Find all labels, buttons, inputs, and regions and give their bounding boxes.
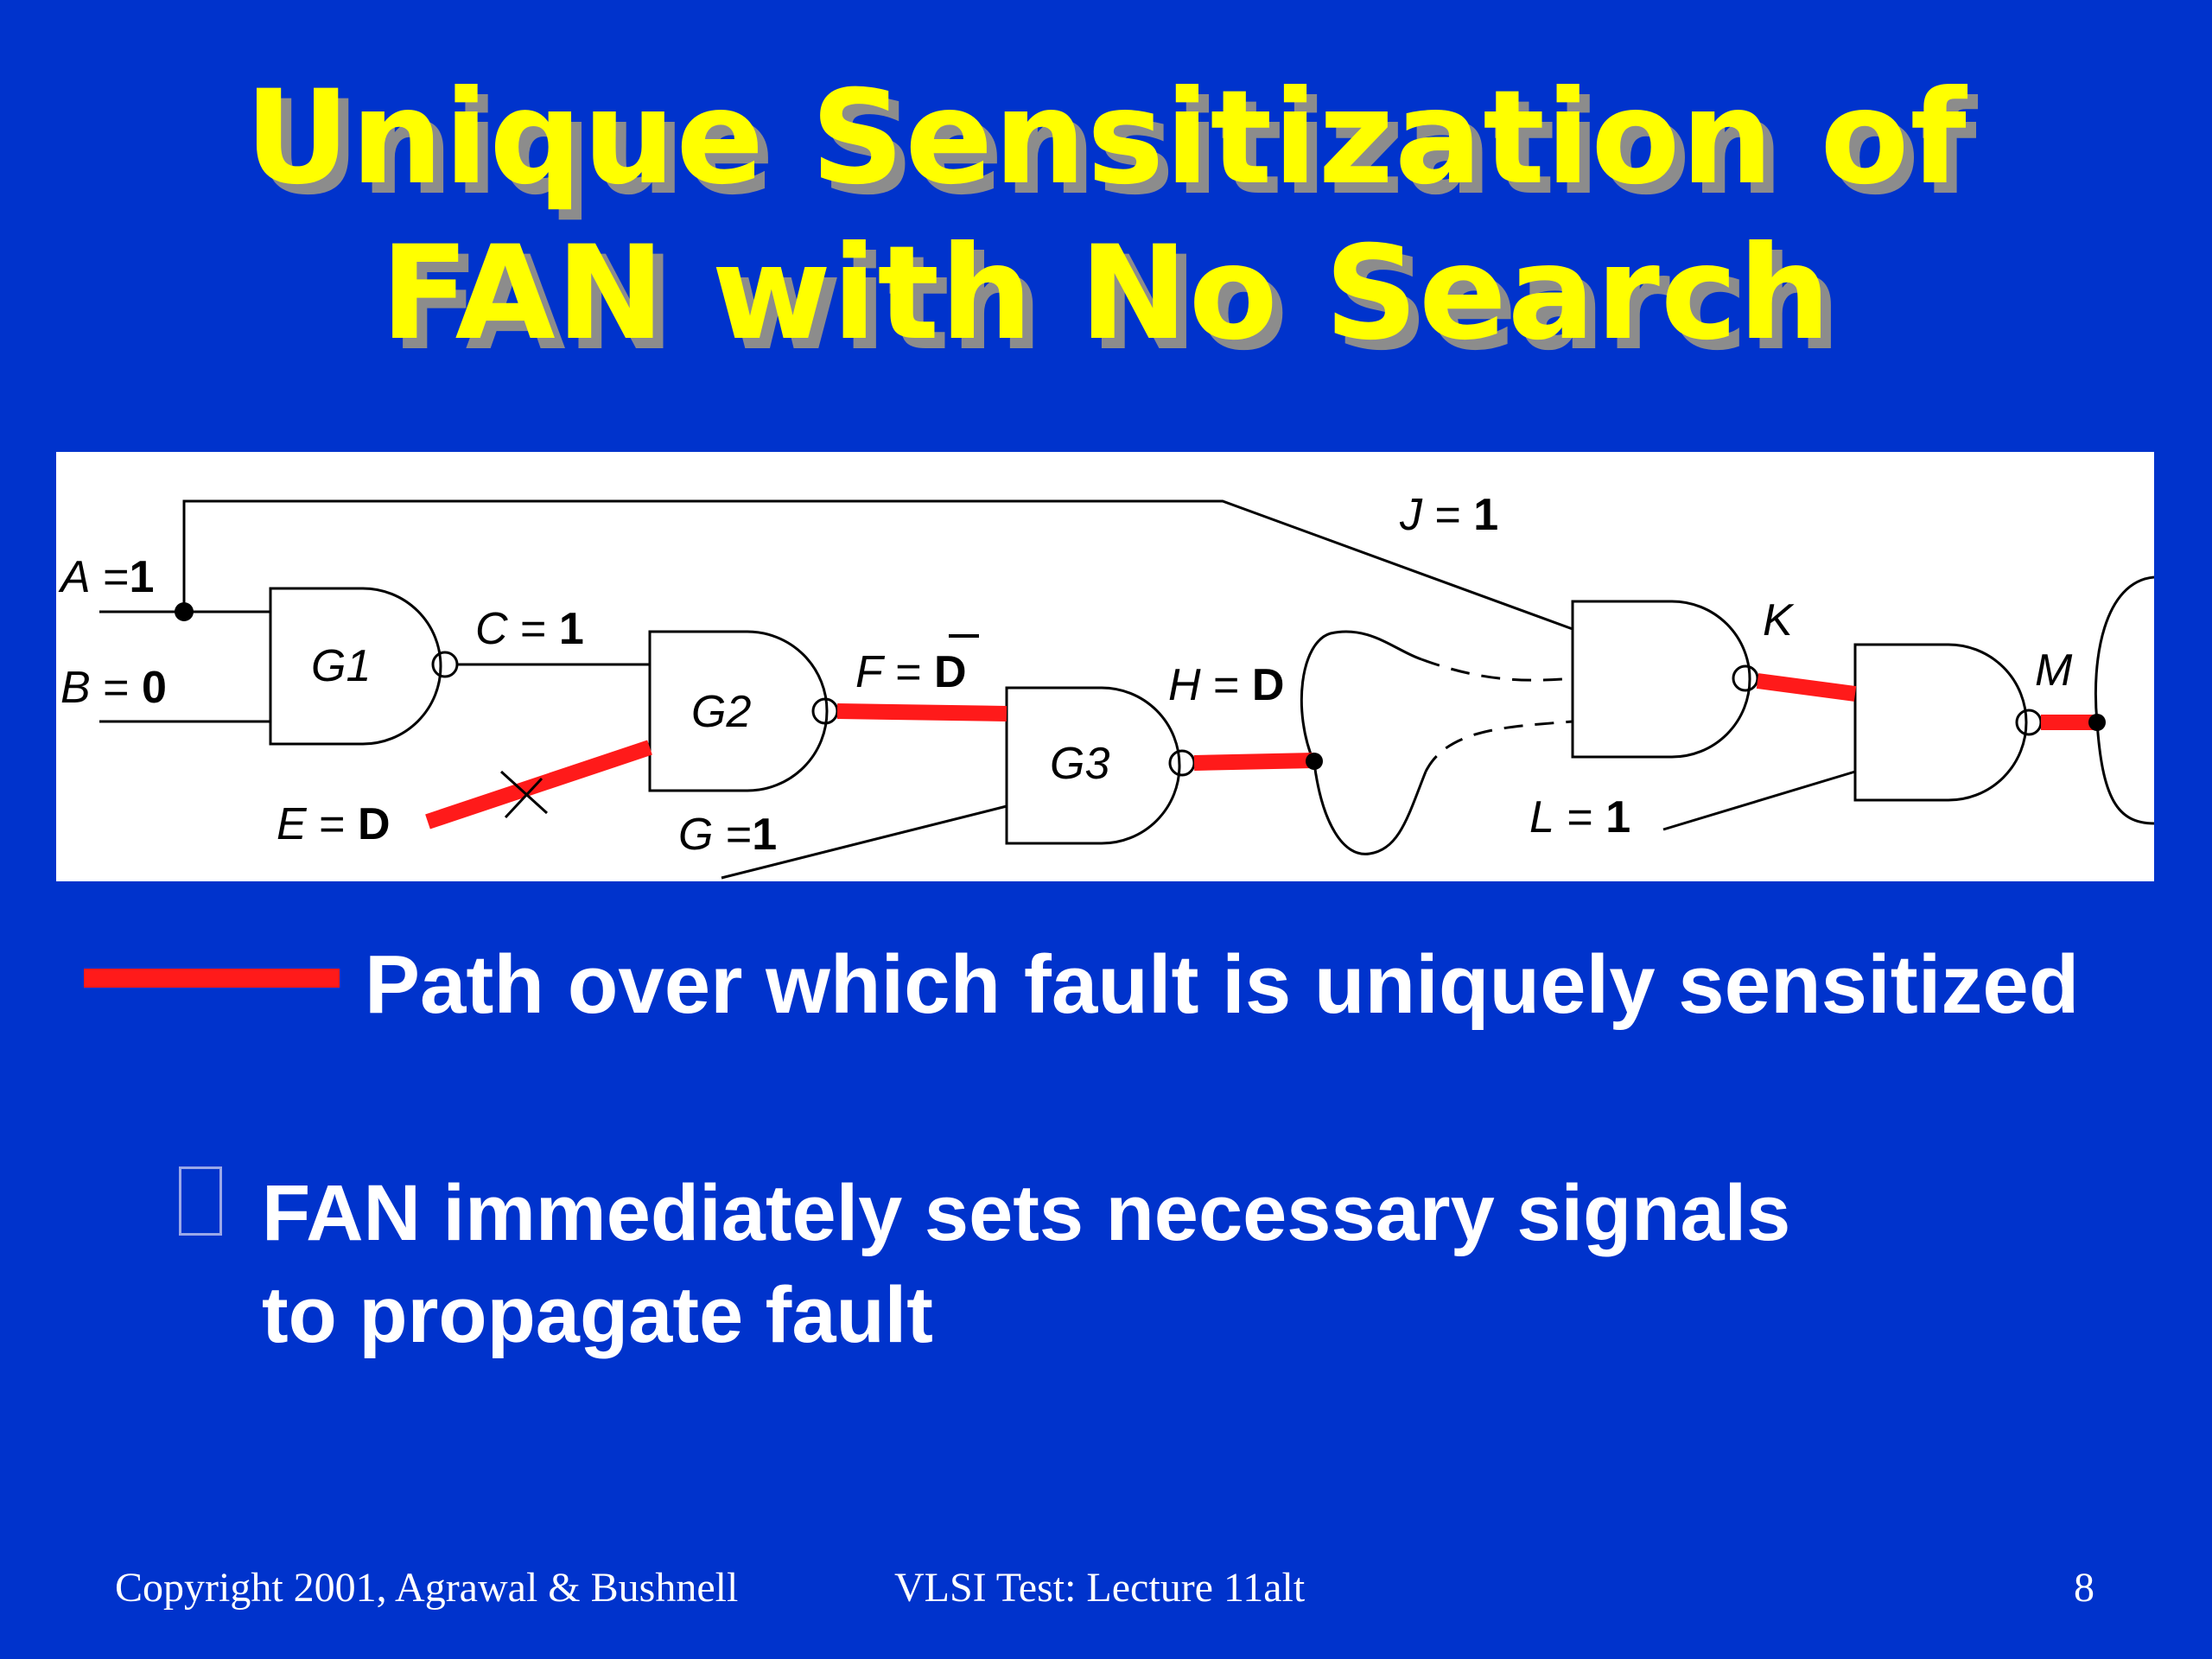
gate-m-body [1853, 643, 2028, 802]
wire-l [1662, 770, 1856, 831]
title-line-1: Unique Sensitization of [245, 63, 1967, 213]
label-c: C = 1 [475, 604, 584, 654]
svg-text:G3: G3 [1050, 739, 1109, 789]
label-a: A =1 [58, 552, 154, 602]
label-j: J = 1 [1399, 490, 1498, 540]
path-f [836, 703, 1007, 721]
fanout-dashed-lower [1424, 720, 1573, 772]
wire-g [721, 804, 1007, 880]
square-bullet-icon [179, 1166, 222, 1236]
slide-title: Unique Sensitization of FAN with No Sear… [0, 60, 2212, 372]
path-k [1756, 673, 1857, 702]
gate-g3-body [1005, 686, 1181, 845]
bullet-line-2: to propagate fault [262, 1271, 933, 1359]
fault-x-mark [499, 770, 549, 819]
label-h: H = D [1168, 660, 1284, 710]
footer-page-number: 8 [2074, 1565, 2094, 1611]
label-g2: G2 [691, 687, 751, 737]
gate-k-body [1571, 600, 1751, 759]
gate-k-bubble [1732, 664, 1759, 692]
label-k: K [1763, 595, 1795, 645]
junction-m [2088, 714, 2106, 731]
svg-text:G1: G1 [311, 641, 371, 691]
gate-g3-bubble [1168, 749, 1196, 777]
title-line-2: FAN with No Search [380, 219, 1832, 369]
gate-g2-body [648, 630, 829, 792]
label-e: E = D [276, 799, 391, 849]
wire-j [182, 499, 1573, 631]
label-g: G =1 [678, 810, 777, 860]
junction-h [1306, 753, 1323, 770]
svg-text:G2: G2 [691, 687, 751, 737]
label-m: M [2035, 645, 2073, 696]
label-g1: G1 [311, 641, 371, 691]
gate-g1-body [269, 587, 442, 746]
fanout-dashed-upper [1421, 658, 1573, 682]
legend-text: Path over which fault is uniquely sensit… [365, 938, 2080, 1031]
footer-copyright: Copyright 2001, Agrawal & Bushnell [115, 1565, 739, 1611]
next-stage-outline [2094, 575, 2154, 825]
bullet-line-1: FAN immediately sets necessary signals [262, 1169, 1791, 1257]
circuit-diagram: G1 G2 G3 A =1 B = 0 C = 1 E = D F = D G … [56, 452, 2154, 881]
path-e [425, 740, 652, 830]
bullet-text: FAN immediately sets necessary signals t… [262, 1162, 1790, 1366]
junction-a [175, 602, 194, 621]
label-g3: G3 [1050, 739, 1109, 789]
footer-course: VLSI Test: Lecture 11alt [894, 1565, 1306, 1611]
legend-red-line [84, 969, 340, 988]
fanout-loop-upper [1300, 630, 1422, 764]
gate-g1-bubble [431, 651, 459, 678]
fanout-loop-lower [1313, 762, 1427, 855]
gate-m-bubble [2015, 709, 2043, 736]
label-l: L = 1 [1529, 792, 1630, 842]
path-h [1193, 753, 1315, 771]
label-f: F = D [855, 647, 967, 697]
label-b: B = 0 [60, 663, 167, 713]
